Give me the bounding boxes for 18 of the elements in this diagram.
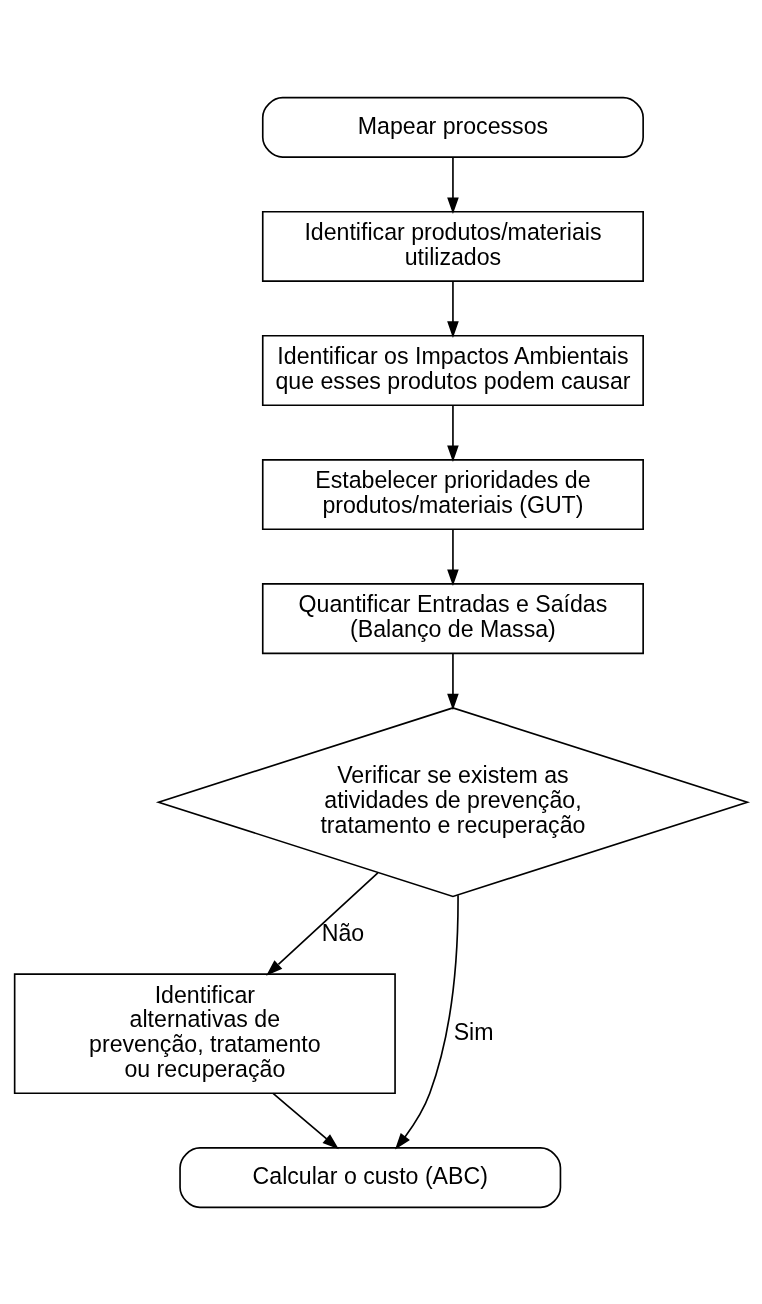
arrow <box>395 893 459 1150</box>
node-box: Mapear processos <box>261 96 644 158</box>
node-box: Identificar alternativas de prevenção, tratamento ou recuperação <box>13 972 396 1094</box>
arrow <box>447 652 459 710</box>
arrow <box>266 871 379 976</box>
arrow <box>272 1092 339 1149</box>
node-box: Estabelecer prioridades de produtos/materiais (GUT) <box>261 458 644 530</box>
arrow <box>447 156 459 214</box>
edge-label: Sim <box>453 1018 494 1045</box>
node-box: Identificar os Impactos Ambientais que esses produtos podem causar <box>261 334 644 406</box>
node-box: Calcular o custo (ABC) <box>179 1146 562 1208</box>
node-box: Quantificar Entradas e Saídas (Balanço de Massa) <box>261 582 644 654</box>
arrow <box>447 404 459 462</box>
arrow <box>447 528 459 586</box>
arrow <box>447 280 459 338</box>
edge-label: Não <box>321 919 365 946</box>
node-diamond: Verificar se existem as atividades de prevenção, tratamento e recuperação <box>155 706 751 897</box>
node-box: Identificar produtos/materiais utilizados <box>261 210 644 282</box>
